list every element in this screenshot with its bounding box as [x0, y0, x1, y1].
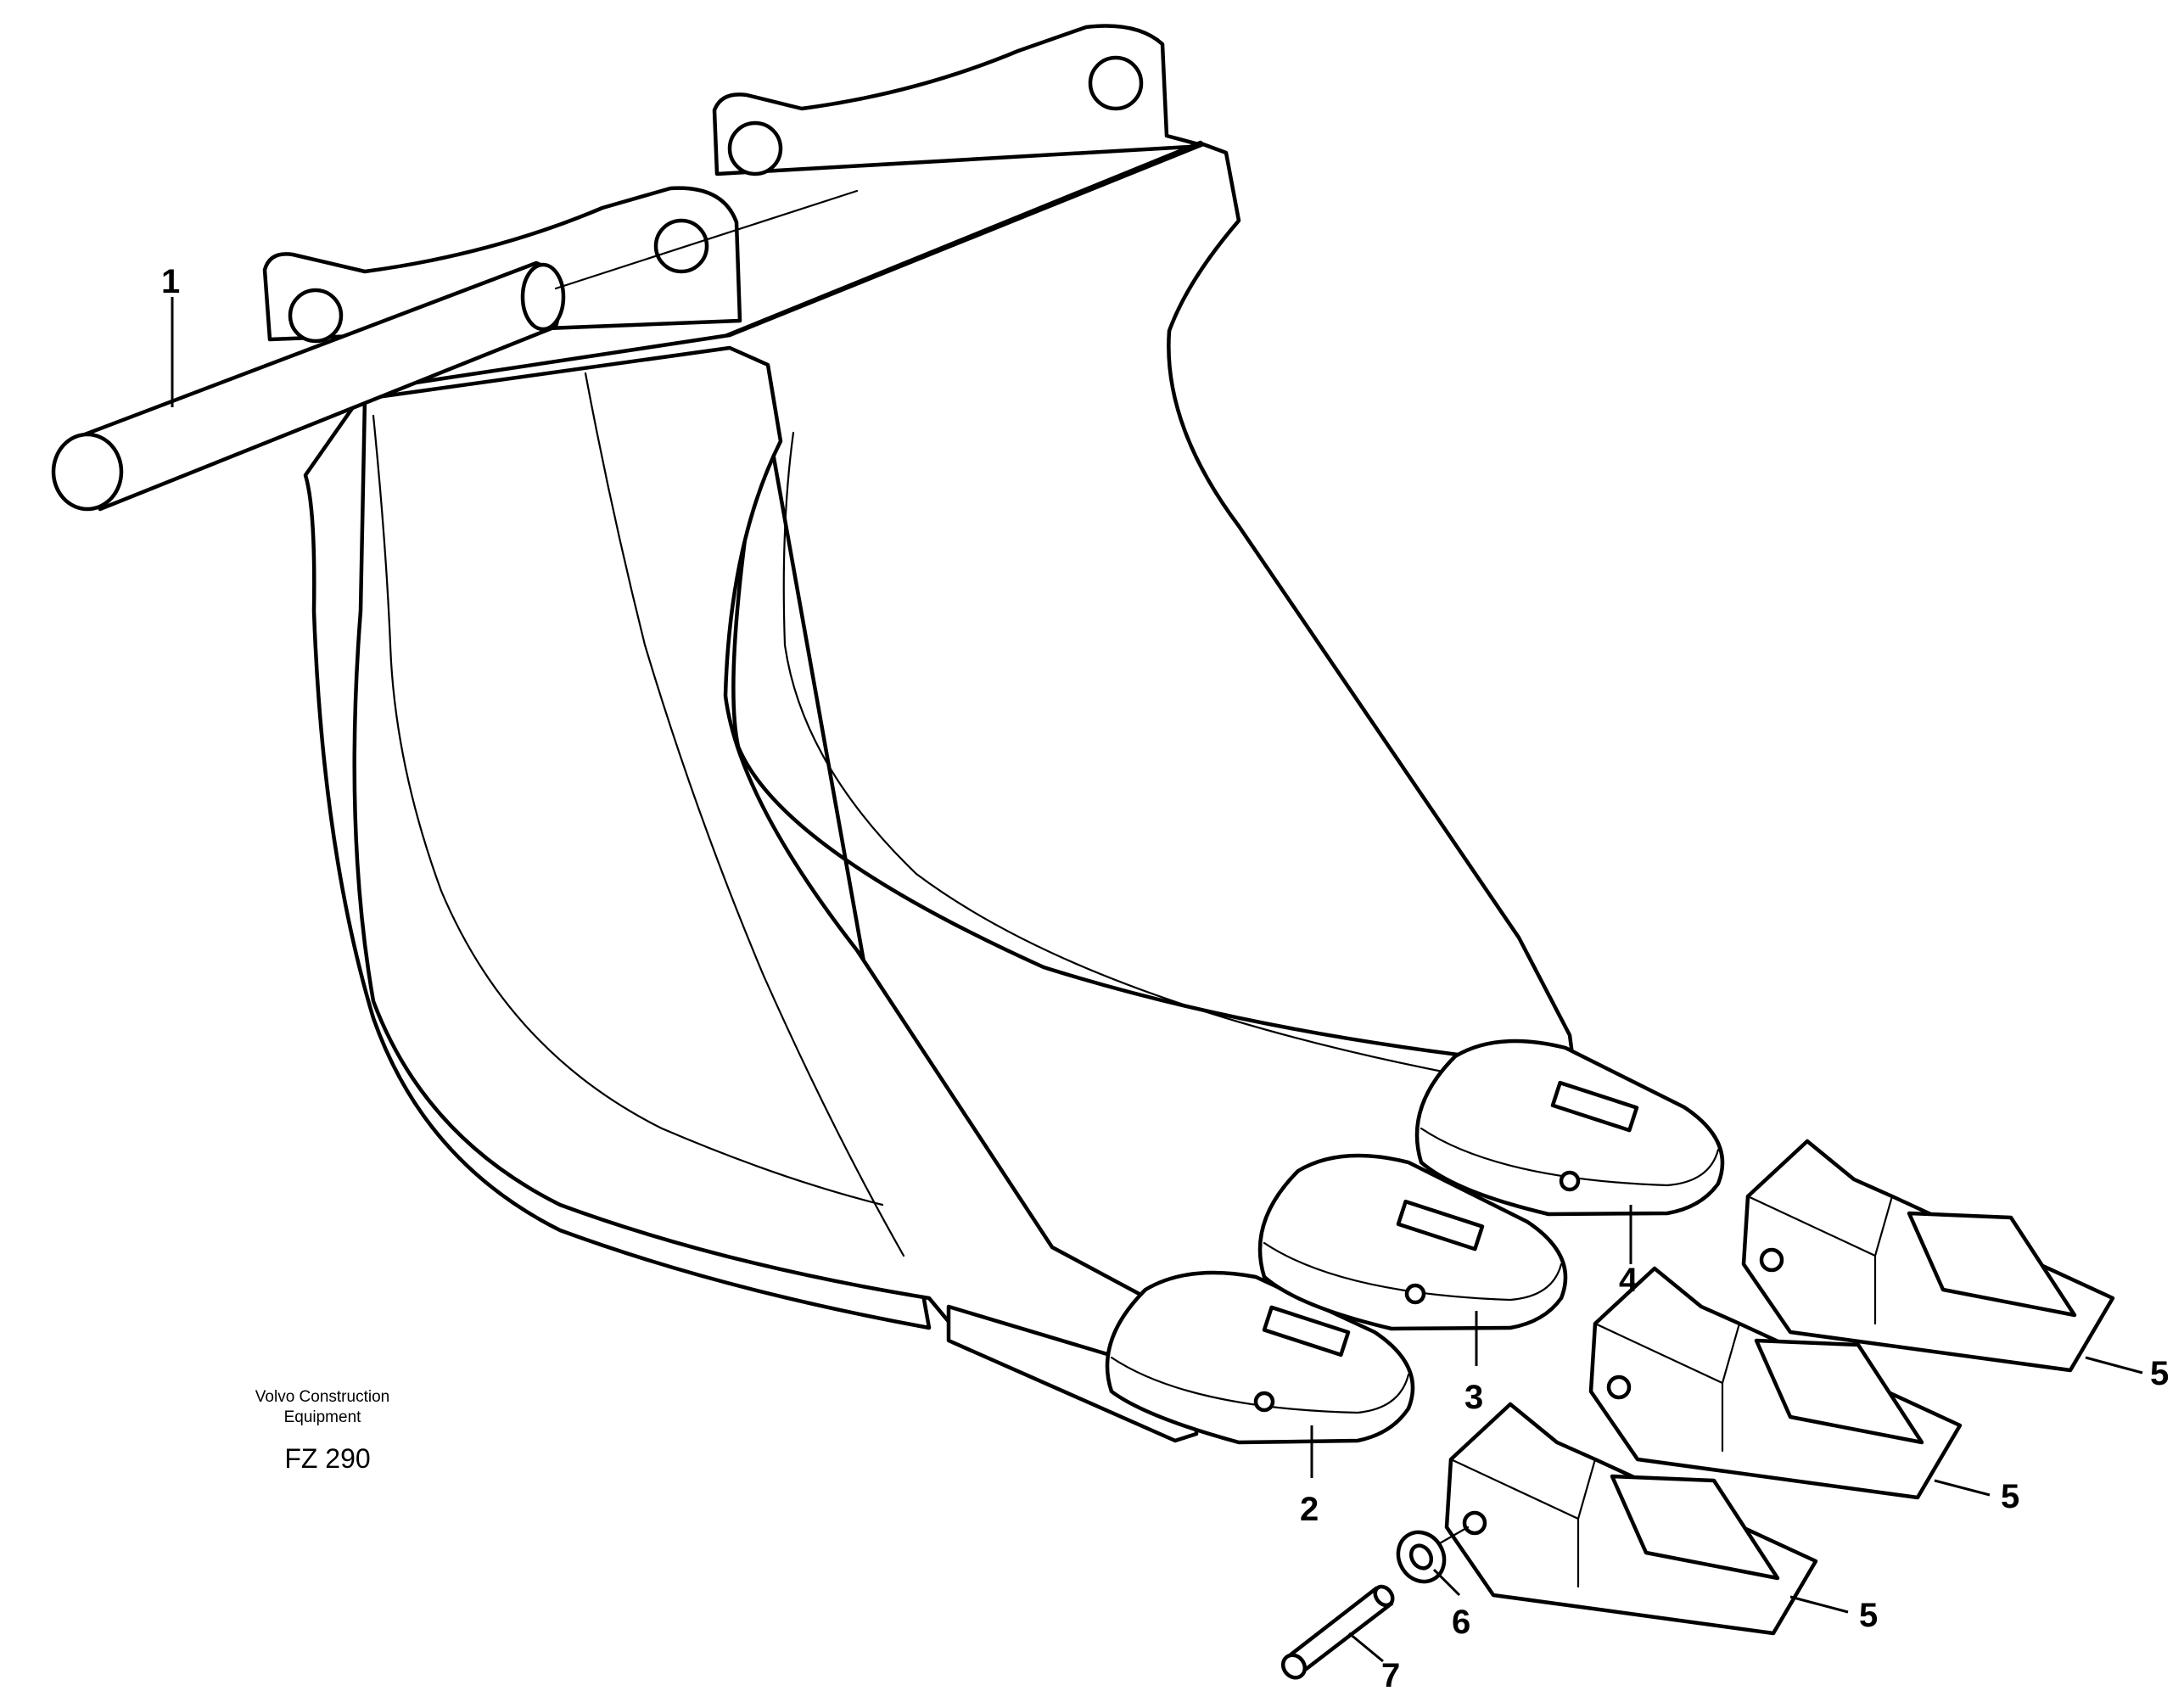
side-panel: [352, 345, 1178, 1377]
bucket-body: [262, 24, 1576, 1443]
rear-bracket-hole-right: [1088, 55, 1144, 111]
callout-7: 7: [1381, 1657, 1400, 1694]
callout-1: 1: [161, 263, 180, 300]
leader-5a: [2085, 1356, 2143, 1374]
callout-5b: 5: [2001, 1478, 2019, 1515]
tooth-3: [1741, 1139, 2115, 1373]
front-bracket: [262, 186, 742, 342]
callout-2: 2: [1300, 1491, 1319, 1528]
leader-5b: [1934, 1479, 1991, 1497]
callout-5c: 5: [1859, 1597, 1878, 1634]
callout-3: 3: [1464, 1379, 1483, 1416]
callout-5a: 5: [2150, 1355, 2169, 1392]
callout-leaders: [171, 297, 2143, 1663]
rear-bracket-hole-left: [727, 120, 783, 176]
leader-6: [1432, 1568, 1461, 1597]
rear-bracket: [712, 24, 1207, 176]
callout-4: 4: [1619, 1262, 1638, 1299]
callout-labels: 1 2 3 4 5 5 5 6 7: [161, 263, 2169, 1694]
tooth-2: [1588, 1266, 1963, 1500]
figure-code: FZ 290: [284, 1443, 370, 1474]
leader-5c: [1789, 1595, 1849, 1614]
leader-7: [1348, 1632, 1384, 1663]
callout-6: 6: [1452, 1604, 1470, 1641]
front-bracket-hole-right: [653, 218, 709, 274]
caption-line-1: Volvo Construction: [255, 1388, 389, 1406]
adapter-4: [1414, 1039, 1725, 1217]
shell-inner-line-1: [372, 414, 884, 1207]
shell-inner-line-2: [584, 372, 905, 1257]
retainer-6: [1396, 1526, 1470, 1584]
pin-1: [51, 189, 859, 512]
tooth-1: [1444, 1402, 1818, 1636]
front-bracket-hole-left: [288, 288, 344, 344]
shell-inner-line-3: [782, 431, 1453, 1075]
caption: Volvo Construction Equipment FZ 290: [255, 1388, 389, 1474]
adapter-3: [1257, 1153, 1568, 1331]
caption-line-2: Equipment: [284, 1408, 362, 1426]
pin-7: [1280, 1584, 1395, 1680]
